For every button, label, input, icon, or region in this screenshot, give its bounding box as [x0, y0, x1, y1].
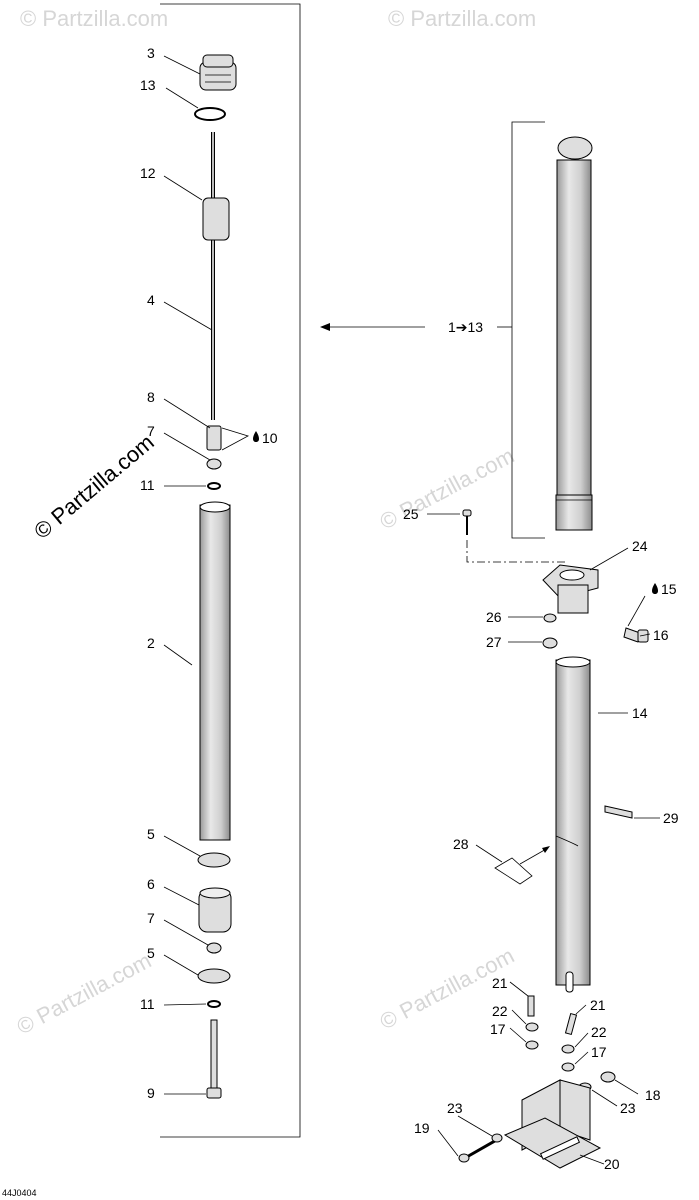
- bolt-part: [210, 1019, 218, 1091]
- callout-label-25: 25: [403, 506, 419, 522]
- callout-label-27: 27: [486, 634, 502, 650]
- callout-label-17: 17: [490, 1021, 506, 1037]
- callout-label-11: 11: [140, 477, 155, 493]
- flat-washer-part: [197, 968, 231, 984]
- callout-label-5: 5: [147, 826, 155, 842]
- washer-part: [207, 1000, 221, 1008]
- post-cap-part: [557, 136, 593, 160]
- callout-labels-left: 3 13 12 4 8 10 7 11 2 5 6 7 5 11 9: [140, 45, 278, 1101]
- callout-label-11: 11: [140, 996, 155, 1012]
- callout-label-22: 22: [492, 1003, 508, 1019]
- watermarks: © Partzilla.com © Partzilla.com © Partzi…: [13, 6, 537, 1039]
- washer-part: [561, 1044, 575, 1054]
- washer-part: [207, 482, 221, 490]
- flat-washer-part: [197, 852, 231, 868]
- diagram-code: 44J0404: [2, 1188, 37, 1198]
- nut-part: [206, 458, 222, 470]
- callout-label-21: 21: [590, 997, 606, 1013]
- callout-label-17: 17: [591, 1044, 607, 1060]
- callout-label-12: 12: [140, 165, 156, 181]
- shock-tube-part: [199, 504, 231, 841]
- bushing-part: [202, 197, 230, 241]
- watermark-text: © Partzilla.com: [20, 6, 168, 31]
- spring-clip-part: [494, 857, 533, 885]
- callout-label-26: 26: [486, 609, 502, 625]
- callout-label-7: 7: [147, 910, 155, 926]
- bolt-part: [527, 995, 535, 1017]
- upper-tube-part: [556, 159, 592, 496]
- sleeve-nut-part: [206, 425, 222, 451]
- callout-label-4: 4: [147, 292, 155, 308]
- base-bracket-part: [503, 1079, 602, 1169]
- callout-label-10: 10: [262, 430, 278, 446]
- callout-label-3: 3: [147, 45, 155, 61]
- watermark-text: © Partzilla.com: [388, 6, 536, 31]
- watermark-text: © Partzilla.com: [376, 443, 519, 535]
- callout-label-16: 16: [653, 627, 669, 643]
- left-shock-assembly: [194, 54, 237, 1099]
- callout-label-18: 18: [645, 1087, 661, 1103]
- assembly-bracket-left: [160, 3, 301, 1138]
- pin-part: [604, 805, 633, 819]
- washer-part: [525, 1040, 539, 1050]
- callout-label-20: 20: [604, 1156, 620, 1172]
- callout-label-6: 6: [147, 876, 155, 892]
- screw-part: [462, 509, 472, 517]
- assembly-arrow: [320, 323, 425, 331]
- callout-label-21: 21: [492, 975, 508, 991]
- leader-lines-right: [427, 513, 660, 1165]
- callout-label-22: 22: [591, 1024, 607, 1040]
- bolt-part: [564, 1012, 578, 1036]
- callout-label-19: 19: [414, 1120, 430, 1136]
- callout-label-23: 23: [447, 1100, 463, 1116]
- callout-label-8: 8: [147, 389, 155, 405]
- leader-lines-left: [163, 55, 250, 1095]
- callout-label-28: 28: [453, 836, 469, 852]
- nut-part: [542, 637, 558, 649]
- callout-label-13: 13: [140, 77, 156, 93]
- o-ring-part: [194, 107, 226, 121]
- cap-part: [199, 54, 237, 91]
- callout-label-29: 29: [663, 810, 679, 826]
- washer-part: [543, 613, 557, 623]
- nut-part: [206, 942, 222, 954]
- washer-part: [491, 1133, 503, 1143]
- callout-label-9: 9: [147, 1085, 155, 1101]
- callout-label-15: 15: [661, 581, 677, 597]
- callout-label-23: 23: [620, 1100, 636, 1116]
- bolt-part: [623, 627, 641, 643]
- lower-tube-part: [555, 659, 591, 986]
- nut-part: [600, 1071, 616, 1083]
- washer-part: [525, 1022, 539, 1032]
- callout-labels-right: 1➔13 25 24 15 26 16 27 14 29 28 21 21 22…: [403, 319, 679, 1172]
- assembly-bracket-right: [511, 121, 545, 539]
- assembly-range-label: 1➔13: [448, 319, 483, 335]
- callout-label-14: 14: [632, 705, 648, 721]
- oil-drop-icon: [652, 583, 658, 594]
- callout-label-2: 2: [147, 635, 155, 651]
- callout-label-7: 7: [147, 423, 155, 439]
- oil-drop-icon: [253, 431, 259, 442]
- right-post-assembly: [458, 136, 649, 1169]
- washer-part: [561, 1062, 575, 1072]
- callout-label-5: 5: [147, 945, 155, 961]
- watermark-text: © Partzilla.com: [13, 948, 156, 1040]
- callout-label-24: 24: [632, 538, 648, 554]
